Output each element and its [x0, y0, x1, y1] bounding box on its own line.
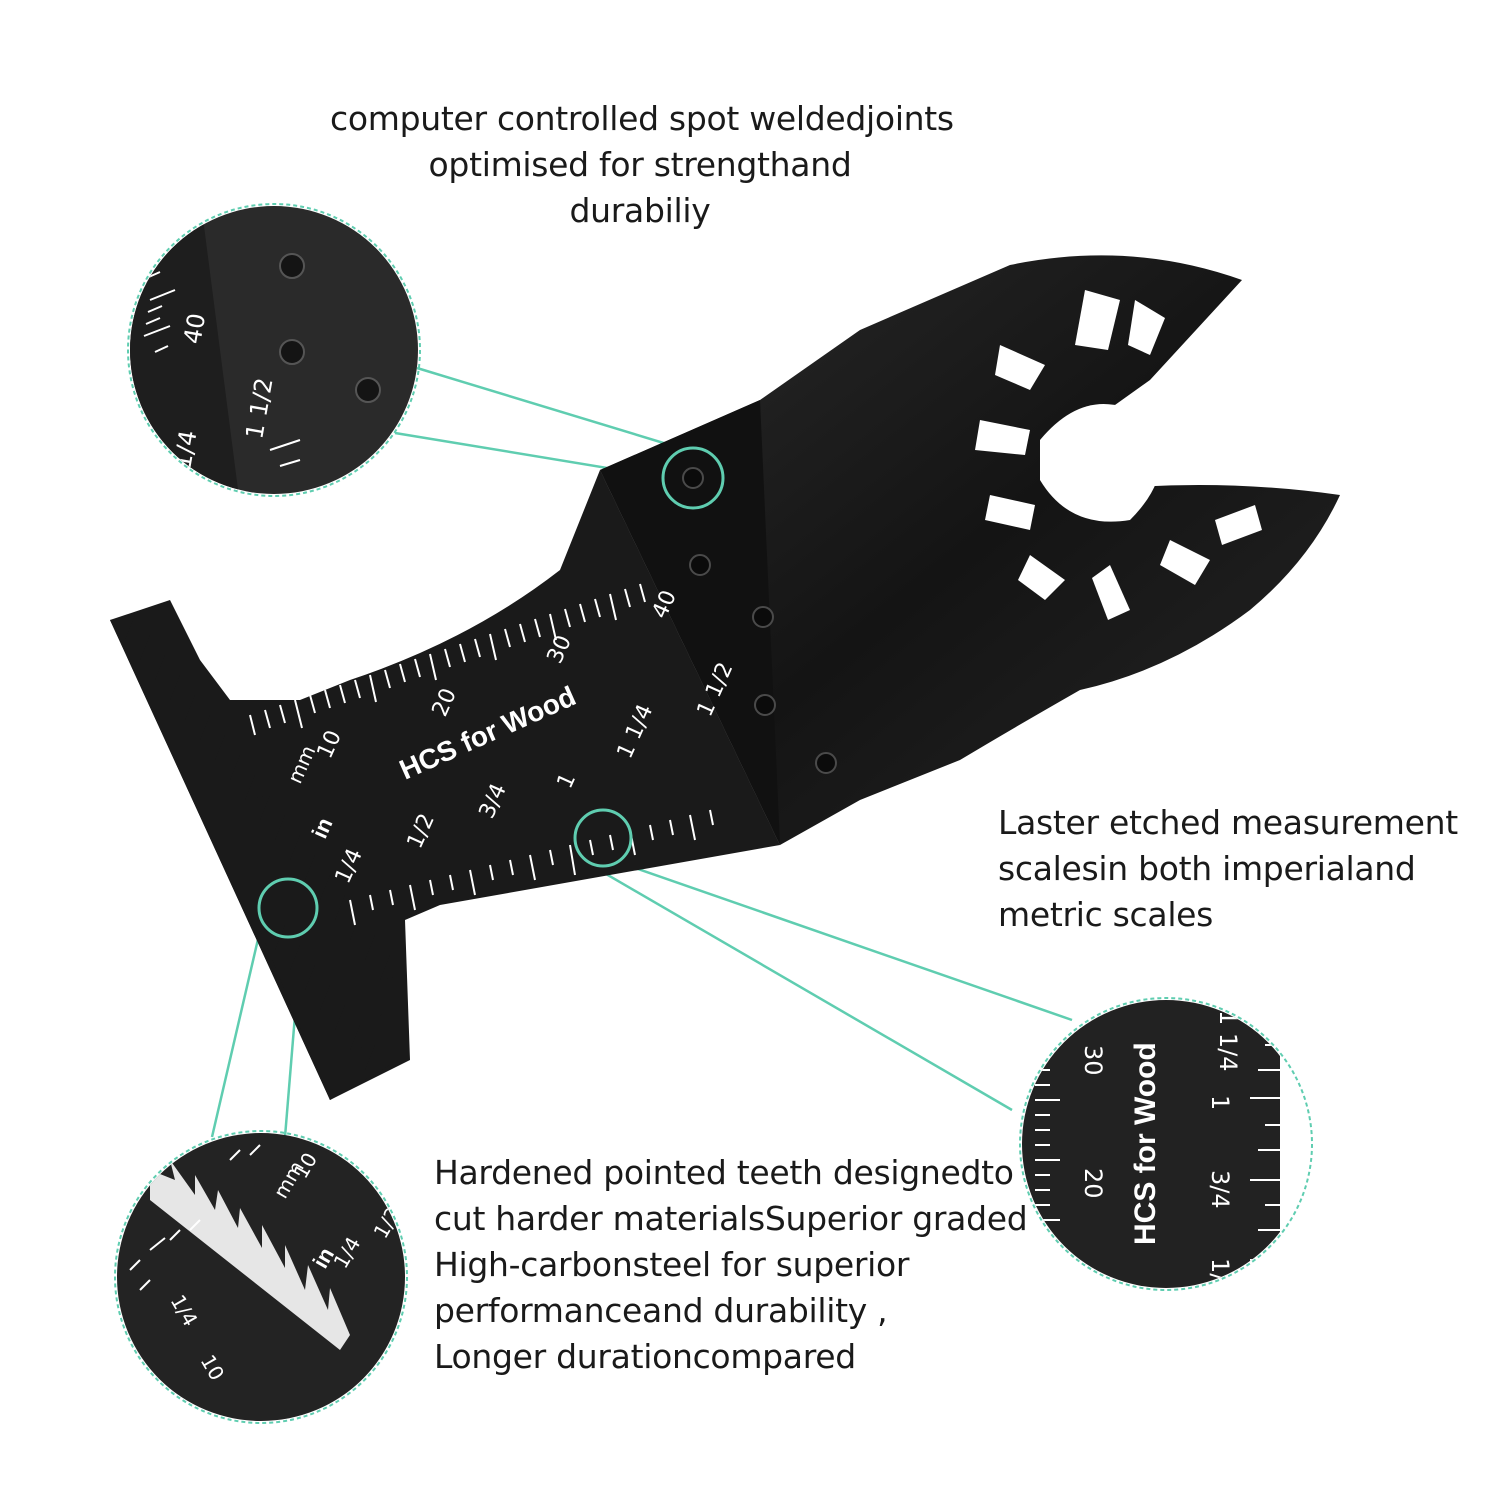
callout-line: High-carbonsteel for superior [434, 1245, 910, 1284]
zoom-teeth-row [150, 1160, 350, 1350]
spot-weld-dots [682, 467, 837, 774]
highlight-scale [573, 808, 633, 868]
zoom-weld-dot [279, 253, 305, 279]
zoom-scale: 30 20 HCS for Wood 1 1/4 1 3/4 1/2 [1019, 997, 1313, 1297]
zoom-inch-label: 1/2 [1206, 1258, 1234, 1297]
callout-line: Hardened pointed teeth designedto [434, 1153, 1014, 1192]
callout-line: optimised for strengthand [428, 145, 852, 184]
callout-welded-joints: computer controlled spot weldedjoints op… [330, 96, 954, 234]
spot-weld [752, 606, 774, 628]
inch-scale-ticks [349, 809, 714, 926]
zoom-weld-dot [355, 377, 381, 403]
callout-line: cut harder materialsSuperior graded [434, 1199, 1028, 1238]
saw-blade: HCS for Wood mm 10 20 30 40 1/4 in 1/2 3… [110, 255, 1340, 1100]
zoom-inch-label: 1 1/4 [1214, 1010, 1242, 1072]
saw-teeth [110, 615, 405, 1100]
zoom-weld-dot [279, 339, 305, 365]
callout-line: computer controlled spot weldedjoints [330, 99, 954, 138]
zoom-mm-label: 30 [1079, 1045, 1107, 1076]
spot-weld [689, 554, 711, 576]
callout-laser-scales: Laster etched measurement scalesin both … [998, 800, 1458, 938]
zoom-inch-label: 3/4 [1206, 1170, 1234, 1209]
highlight-teeth [257, 877, 319, 939]
highlight-weld [661, 446, 725, 510]
blade-mount-head [600, 255, 1340, 845]
zoom-mm-label: 20 [1079, 1168, 1107, 1199]
zoom-welds: 40 1 1/2 1/4 [127, 203, 421, 497]
spot-weld [754, 694, 776, 716]
spot-weld [815, 752, 837, 774]
spot-weld [682, 467, 704, 489]
callout-line: Longer durationcompared [434, 1337, 856, 1376]
zoom-mm-label: 40 [178, 311, 211, 346]
zoom-inch-label: 1 [1206, 1095, 1234, 1110]
callout-line: Laster etched measurement [998, 803, 1458, 842]
oscillating-mount-star [975, 290, 1262, 620]
callout-line: performanceand durability , [434, 1291, 888, 1330]
callout-hardened-teeth: Hardened pointed teeth designedto cut ha… [434, 1150, 1028, 1380]
callout-line: metric scales [998, 895, 1214, 934]
mm-scale-ticks [249, 583, 646, 736]
zoom-teeth: mm 10 in 1/4 1/2 1/4 10 [114, 1130, 408, 1424]
callout-line: scalesin both imperialand [998, 849, 1416, 888]
highlight-circles [257, 446, 725, 939]
zoom-brand-label: HCS for Wood [1129, 1042, 1162, 1245]
callout-line: durabiliy [569, 191, 711, 230]
